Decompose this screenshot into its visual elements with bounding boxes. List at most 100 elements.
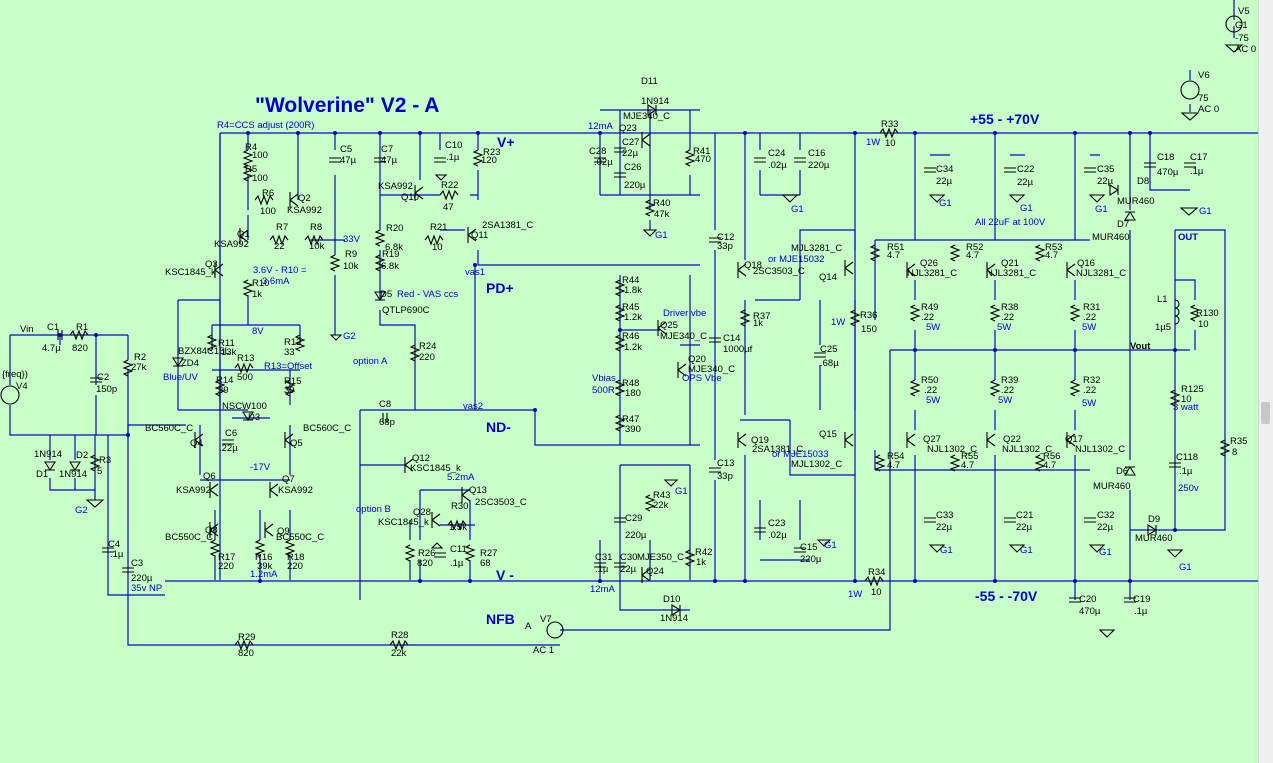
- component-label: R23: [483, 147, 500, 158]
- component-label: Q16: [1077, 258, 1095, 269]
- component-label: R53: [1045, 242, 1062, 253]
- component-label: 180: [625, 388, 641, 399]
- component-label: R55: [961, 451, 978, 462]
- component-label: R14: [216, 375, 233, 386]
- vertical-scrollbar[interactable]: [1258, 0, 1273, 763]
- note-or-15032: or MJE15032: [768, 254, 825, 265]
- component-label: 4.7: [966, 250, 979, 261]
- components: [0, 15, 1244, 651]
- component-label: V4: [16, 381, 28, 392]
- note-freq: {freq}): [2, 369, 28, 380]
- component-label: D7: [1117, 219, 1129, 230]
- net-out: OUT: [1178, 232, 1198, 243]
- component-label: C28: [589, 146, 606, 157]
- note-g1b: G1: [675, 486, 688, 497]
- component-label: R5: [245, 164, 257, 175]
- component-label: R27: [480, 548, 497, 559]
- component-label: R130: [1196, 308, 1219, 319]
- component-label: Q4: [190, 438, 203, 449]
- component-label: 220µ: [131, 573, 153, 584]
- note-w1a: 1W: [866, 137, 880, 148]
- component-label: 2SC3503_C: [753, 266, 805, 277]
- component-label: R32: [1083, 375, 1100, 386]
- component-label: 100: [252, 150, 268, 161]
- component-label: Q25: [660, 320, 678, 331]
- component-label: 150: [861, 324, 877, 335]
- component-label: C8: [379, 399, 391, 410]
- component-label: MUR460: [1117, 196, 1155, 207]
- component-label: 22µ: [936, 522, 953, 533]
- component-label: R18: [287, 552, 304, 563]
- component-label: R26: [418, 548, 435, 559]
- component-label: C20: [1079, 594, 1096, 605]
- component-label: 13k: [221, 347, 237, 358]
- component-label: R37: [753, 311, 770, 322]
- junction-dots: [58, 131, 1177, 583]
- note-ccs-note1: 3.6V - R10 =: [253, 265, 307, 276]
- component-label: C3: [131, 558, 143, 569]
- net-nfb: NFB: [486, 611, 515, 627]
- component-label: 22µ: [620, 564, 637, 575]
- component-label: .22: [1083, 385, 1096, 396]
- component-label: MUR460: [1135, 533, 1173, 544]
- component-label: R22: [441, 180, 458, 191]
- component-label: 1N914: [59, 469, 87, 480]
- component-label: 10: [871, 587, 882, 598]
- component-label: D9: [1148, 514, 1160, 525]
- component-label: R31: [1083, 302, 1100, 313]
- component-label: MJL1302_C: [791, 459, 842, 470]
- component-label: R50: [921, 375, 938, 386]
- note-ccs-note2: 3.6mA: [262, 276, 290, 287]
- component-label: NJL1302_C: [927, 444, 977, 455]
- component-label: C24: [768, 148, 785, 159]
- note-g1i: G1: [940, 545, 953, 556]
- component-label: R43: [653, 490, 670, 501]
- note-g1g: G1: [1095, 204, 1108, 215]
- note-g1d: G1: [824, 540, 837, 551]
- note-v5val: -75: [1235, 33, 1249, 44]
- diode-icons: [44, 104, 1158, 616]
- component-label: 6.8k: [381, 261, 399, 272]
- component-label: 4.7µ: [42, 343, 61, 354]
- component-label: C29: [625, 513, 642, 524]
- component-label: Q12: [412, 453, 430, 464]
- component-label: BZX84C15L: [178, 346, 230, 357]
- note-w1b: 1W: [831, 317, 845, 328]
- component-label: C32: [1097, 510, 1114, 521]
- component-label: R12: [284, 337, 301, 348]
- component-label: 33p: [717, 241, 733, 252]
- component-label: .02µ: [768, 530, 787, 541]
- note-v33: 33V: [343, 234, 361, 245]
- component-label: D3: [248, 412, 260, 423]
- component-label: R11: [218, 338, 235, 349]
- note-g1e: G1: [939, 198, 952, 209]
- scrollbar-thumb[interactable]: [1261, 402, 1270, 424]
- component-label: R40: [653, 198, 670, 209]
- component-label: BC560C_C: [145, 423, 193, 434]
- note-all22: All 22uF at 100V: [975, 217, 1046, 228]
- component-label: R34: [868, 567, 885, 578]
- v6-source-icon: [1180, 80, 1200, 100]
- component-label: 27k: [131, 362, 147, 373]
- note-drv-vbe: Driver vbe: [663, 308, 706, 319]
- component-label: C27: [622, 137, 639, 148]
- component-label: 22: [274, 241, 285, 252]
- component-label: 47k: [654, 209, 670, 220]
- component-label: 22µ: [936, 176, 953, 187]
- component-label: 68: [480, 558, 491, 569]
- note-ma12: 1.2mA: [250, 569, 278, 580]
- component-label: 2SA1381_C: [752, 444, 803, 455]
- component-label: 4.7: [887, 250, 900, 261]
- component-label: 39k: [257, 561, 273, 572]
- note-w1c: 1W: [848, 589, 862, 600]
- net-pd-plus: PD+: [486, 280, 514, 296]
- component-label: .02µ: [594, 157, 613, 168]
- component-label: 22µ: [1097, 522, 1114, 533]
- component-label: R20: [386, 223, 403, 234]
- note-or-15033: or MJE15033: [772, 449, 829, 460]
- ground-icons: [85, 44, 1244, 638]
- component-label: 120: [481, 155, 497, 166]
- component-label: R30: [451, 501, 468, 512]
- note-g1a: G1: [655, 230, 668, 241]
